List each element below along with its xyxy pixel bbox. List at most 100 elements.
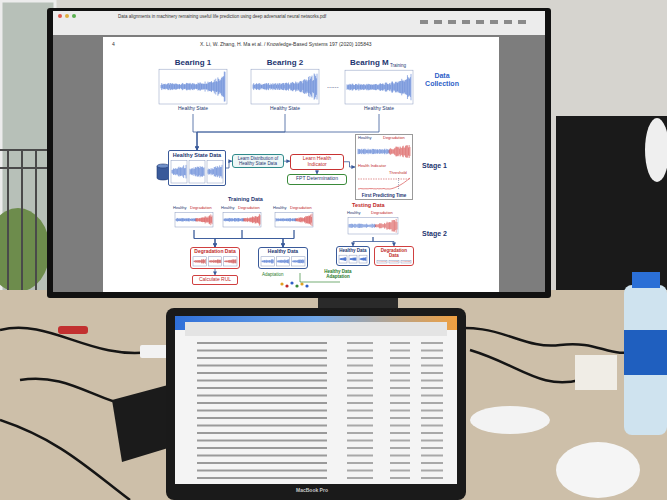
process-box: FPT Determination (287, 174, 347, 185)
plot-frame (251, 69, 319, 104)
plot-frame (345, 70, 413, 104)
vibration-signal (161, 72, 225, 102)
mini-signal (277, 259, 288, 263)
plot-frame (349, 255, 357, 263)
healthy-signal (349, 224, 375, 228)
file-list-names (197, 342, 327, 482)
threshold-line (358, 179, 410, 180)
node-title: Learn Health Indicator (293, 156, 341, 168)
vibration-signal (347, 74, 411, 100)
tissue (470, 406, 550, 434)
plot-frame (292, 257, 305, 266)
mini-signal (172, 165, 186, 178)
monitor-bezel (47, 8, 551, 298)
laptop-screen (175, 316, 457, 484)
stage-label: Stage 1 (422, 162, 447, 170)
pdf-page (103, 37, 499, 292)
mini-signal (190, 166, 204, 177)
mini-signal (225, 259, 236, 263)
node-title: Degradation Data (193, 249, 237, 255)
page-number: 4 (112, 42, 115, 48)
laptop-model: MacBook Pro (296, 488, 328, 494)
tool (58, 326, 88, 334)
bottle-cap (632, 272, 660, 288)
node-title: Bearing M (350, 58, 389, 67)
mini-signal (350, 257, 356, 260)
degradation-signal (375, 219, 397, 233)
node-text: Degradation (371, 211, 393, 216)
arrow-connector (197, 114, 379, 150)
window-button (58, 14, 62, 18)
process-box: Learn Health Indicator (290, 154, 344, 170)
healthy-signal (276, 218, 296, 222)
node-title: Learn Distribution of Healthy State Data (235, 156, 281, 166)
arrow-connector (193, 114, 197, 150)
group-label: Training Data (228, 196, 263, 202)
fpt-marker (398, 178, 399, 190)
node-title: Healthy (221, 206, 235, 211)
headphones (645, 118, 667, 182)
node-text: Healthy State (342, 106, 416, 112)
data-box: Healthy Data (258, 247, 308, 269)
degradation-signal (296, 214, 312, 226)
healthy-signal (224, 218, 244, 222)
viewer-background (53, 35, 545, 292)
arrow-connector (344, 162, 355, 167)
laptop-bezel (166, 308, 466, 500)
viewer-toolbar (53, 11, 545, 35)
node-text: Healthy State (156, 106, 230, 112)
degradation-signal (244, 214, 260, 226)
finder-toolbar (185, 322, 447, 336)
arrow-label: Healthy Data Adaptation (314, 269, 362, 279)
process-box: Calculate RUL (192, 275, 238, 285)
node-text: Degradation (290, 206, 312, 211)
arrow-connector (283, 230, 294, 247)
degradation-signal (389, 145, 410, 158)
node-title: Healthy Data (339, 248, 367, 253)
file-list-kinds (421, 342, 443, 482)
vibration-signal (253, 74, 317, 100)
water-bottle (624, 285, 667, 435)
degradation-signal (196, 214, 212, 225)
node-title: Healthy (347, 211, 361, 216)
file-list-sizes (390, 342, 410, 482)
running-header: X. Li, W. Zhang, H. Ma et al. / Knowledg… (200, 42, 371, 48)
healthy-signal (176, 218, 196, 222)
node-title: Healthy (173, 206, 187, 211)
plot-frame (207, 160, 223, 183)
mini-signal (194, 259, 205, 264)
plot-frame (377, 260, 387, 263)
node-title: Bearing 1 (156, 58, 230, 67)
mini-signal (262, 259, 273, 264)
mini-signal (293, 259, 304, 263)
node-text: Training (390, 63, 406, 68)
node-title: Degradation Data (377, 248, 411, 258)
plot-frame (339, 255, 347, 263)
node-text: Degradation (190, 206, 212, 211)
group-label: Testing Data (352, 202, 385, 208)
data-box: Degradation Data (190, 247, 240, 269)
plot-frame (276, 257, 289, 266)
plot-frame (348, 218, 398, 234)
plot-frame (223, 213, 261, 227)
node-text: Health Indicator (358, 164, 386, 169)
healthy-signal (358, 149, 389, 155)
arrow-connector (215, 230, 294, 247)
node-title: Healthy (358, 136, 372, 141)
node-text: Degradation (383, 136, 405, 141)
plot-frame (208, 257, 221, 266)
mini-signal (378, 261, 386, 262)
mini-signal (340, 257, 346, 261)
process-box: Learn Distribution of Healthy State Data (232, 154, 284, 168)
plot-frame (359, 255, 367, 263)
plot-frame (275, 213, 313, 227)
mini-signal (209, 259, 220, 263)
plot-frame (224, 257, 237, 266)
node-text: Healthy State (248, 106, 322, 112)
plot-frame (261, 257, 274, 266)
node-title: Calculate RUL (195, 277, 235, 283)
node-title: Healthy Data (261, 249, 305, 255)
tissue (556, 442, 640, 498)
